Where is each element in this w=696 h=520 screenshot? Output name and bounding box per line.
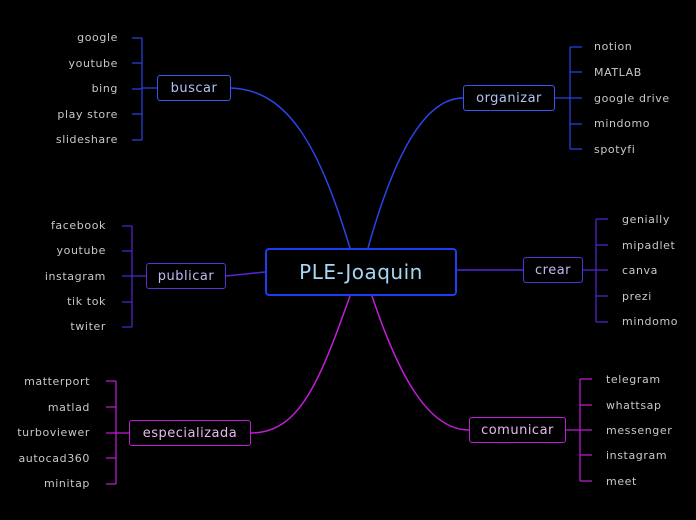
leaf-comunicar-1[interactable]: telegram xyxy=(606,373,661,386)
branch-especializada[interactable]: especializada xyxy=(129,420,251,446)
leaf-comunicar-4[interactable]: instagram xyxy=(606,449,668,462)
leaf-buscar-2[interactable]: youtube xyxy=(68,57,118,70)
leaf-especializada-4[interactable]: autocad360 xyxy=(18,452,90,465)
branch-organizar[interactable]: organizar xyxy=(463,85,555,111)
leaf-especializada-1[interactable]: matterport xyxy=(24,375,90,388)
branch-label: comunicar xyxy=(481,422,554,438)
leaf-organizar-5[interactable]: spotyfi xyxy=(594,143,636,156)
branch-comunicar[interactable]: comunicar xyxy=(469,417,566,443)
leaf-organizar-1[interactable]: notion xyxy=(594,40,633,53)
leaf-publicar-3[interactable]: instagram xyxy=(44,270,106,283)
leaf-comunicar-5[interactable]: meet xyxy=(606,475,637,488)
branch-label: especializada xyxy=(142,425,238,441)
branch-label: organizar xyxy=(476,90,542,106)
central-topic[interactable]: PLE-Joaquin xyxy=(265,248,457,296)
leaf-crear-1[interactable]: genially xyxy=(622,213,670,226)
leaf-buscar-5[interactable]: slideshare xyxy=(55,133,118,146)
leaf-comunicar-2[interactable]: whattsap xyxy=(606,399,662,412)
leaf-organizar-4[interactable]: mindomo xyxy=(594,117,651,130)
branch-publicar[interactable]: publicar xyxy=(146,263,226,289)
leaf-publicar-5[interactable]: twiter xyxy=(70,320,106,333)
leaf-publicar-2[interactable]: youtube xyxy=(56,244,106,257)
leaf-buscar-1[interactable]: google xyxy=(77,31,118,44)
connector-publicar xyxy=(225,271,266,277)
leaf-crear-2[interactable]: mipadlet xyxy=(622,239,676,252)
leaf-publicar-1[interactable]: facebook xyxy=(50,219,106,232)
leaf-buscar-4[interactable]: play store xyxy=(57,108,118,121)
branch-buscar[interactable]: buscar xyxy=(157,75,231,101)
leaf-crear-5[interactable]: mindomo xyxy=(622,315,679,328)
connector-organizar xyxy=(367,97,464,249)
leaf-publicar-4[interactable]: tik tok xyxy=(67,295,106,308)
leaf-organizar-3[interactable]: google drive xyxy=(594,92,670,105)
branch-label: crear xyxy=(534,262,571,278)
connector-comunicar xyxy=(371,295,470,431)
central-topic-label: PLE-Joaquin xyxy=(299,260,423,284)
leaf-organizar-2[interactable]: MATLAB xyxy=(594,66,642,79)
leaf-especializada-5[interactable]: minitap xyxy=(43,477,90,490)
leaf-crear-3[interactable]: canva xyxy=(622,264,659,277)
leaf-especializada-3[interactable]: turboviewer xyxy=(17,426,90,439)
branch-label: buscar xyxy=(170,80,218,96)
branch-crear[interactable]: crear xyxy=(523,257,583,283)
leaf-comunicar-3[interactable]: messenger xyxy=(606,424,673,437)
connector-buscar xyxy=(230,87,351,249)
leaf-buscar-3[interactable]: bing xyxy=(91,82,118,95)
leaf-crear-4[interactable]: prezi xyxy=(622,290,652,303)
connector-especializada xyxy=(250,295,351,434)
leaf-especializada-2[interactable]: matlad xyxy=(47,401,90,414)
branch-label: publicar xyxy=(157,268,215,284)
